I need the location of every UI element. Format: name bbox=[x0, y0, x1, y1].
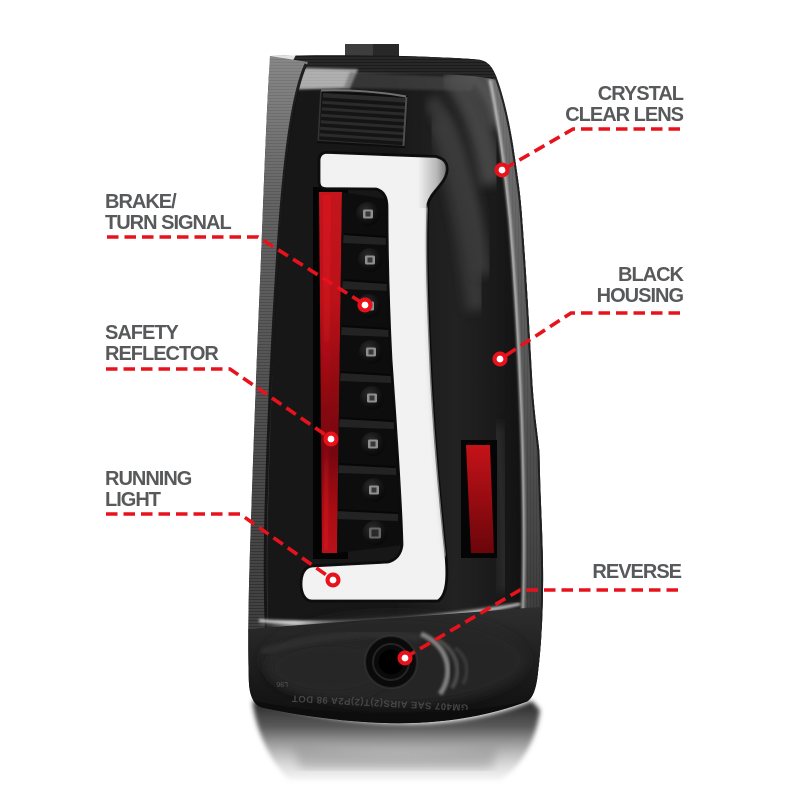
svg-text:L96: L96 bbox=[276, 680, 288, 687]
